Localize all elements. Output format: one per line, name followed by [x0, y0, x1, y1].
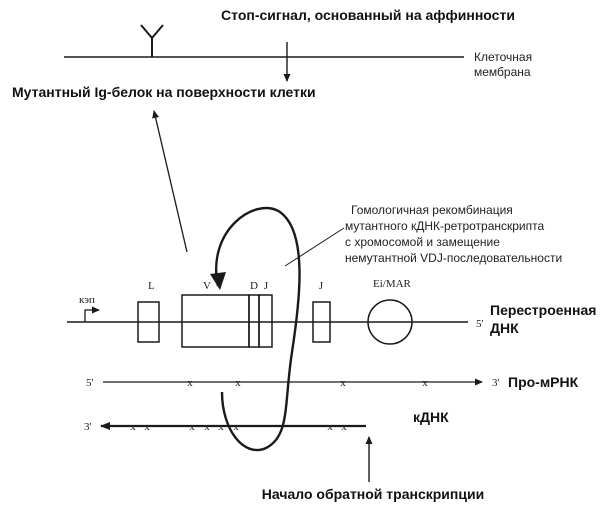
membrane-label-line2: мембрана	[474, 65, 531, 79]
cap-label: кэп	[79, 294, 95, 306]
cdna-mutation-4: x	[204, 421, 210, 433]
enhancer-label: Ei/MAR	[373, 278, 412, 290]
dna-label-line1: Перестроенная	[490, 302, 596, 318]
cdna-mutation-8: x	[341, 421, 347, 433]
mutant-protein-label: Мутантный Ig-белок на поверхности клетки	[12, 84, 316, 100]
rt-start-label: Начало обратной транскрипции	[262, 486, 484, 502]
segment-J1-label: J	[264, 280, 269, 292]
cdna-mutation-6: x	[233, 421, 239, 433]
loop-arrowhead-icon	[210, 272, 226, 290]
pre-mrna-mutation-3: x	[340, 377, 346, 389]
recombination-loop-arrow	[215, 206, 301, 452]
membrane-label-line1: Клеточная	[474, 50, 532, 64]
pre-mrna-mutation-1: x	[187, 377, 193, 389]
segment-L-box	[137, 301, 160, 343]
recombination-note-line3: с хромосомой и замещение	[345, 235, 500, 249]
cdna-mutation-3: x	[189, 421, 195, 433]
expression-arrow	[152, 110, 188, 253]
pre-mrna-label: Про-мРНК	[508, 374, 579, 390]
cap-start-arrow	[84, 306, 100, 322]
cdna-mutation-1: x	[130, 421, 136, 433]
segment-L-label: L	[148, 280, 155, 292]
cdna-mutation-5: x	[218, 421, 224, 433]
segment-V-box	[181, 294, 250, 348]
recombination-note-line1: Гомологичная рекомбинация	[351, 203, 513, 217]
recombination-note-line2: мутантного кДНК-ретротранскрипта	[345, 219, 544, 233]
recombination-note-line4: немутантной VDJ-последовательности	[345, 251, 562, 265]
cdna-label: кДНК	[413, 409, 449, 425]
enhancer-circle	[367, 299, 413, 345]
cdna-mutation-2: x	[144, 421, 150, 433]
dna-end-label: 5'	[476, 318, 484, 330]
pre-mrna-right-end: 3'	[492, 377, 500, 389]
dna-label-line2: ДНК	[490, 320, 519, 336]
note-pointer-line	[284, 227, 345, 267]
segment-V-label: V	[203, 280, 211, 292]
antibody-icon	[140, 24, 164, 57]
pre-mrna-mutation-4: x	[422, 377, 428, 389]
pre-mrna-left-end: 5'	[86, 377, 94, 389]
cdna-mutation-7: x	[327, 421, 333, 433]
segment-J2-box	[312, 301, 331, 343]
pre-mrna-mutation-2: x	[235, 377, 241, 389]
segment-J1-box	[258, 294, 273, 348]
title: Стоп-сигнал, основанный на аффинности	[221, 7, 515, 23]
segment-D-box	[248, 294, 260, 348]
segment-J2-label: J	[319, 280, 324, 292]
segment-D-label: D	[250, 280, 258, 292]
cdna-left-end: 3'	[84, 421, 92, 433]
